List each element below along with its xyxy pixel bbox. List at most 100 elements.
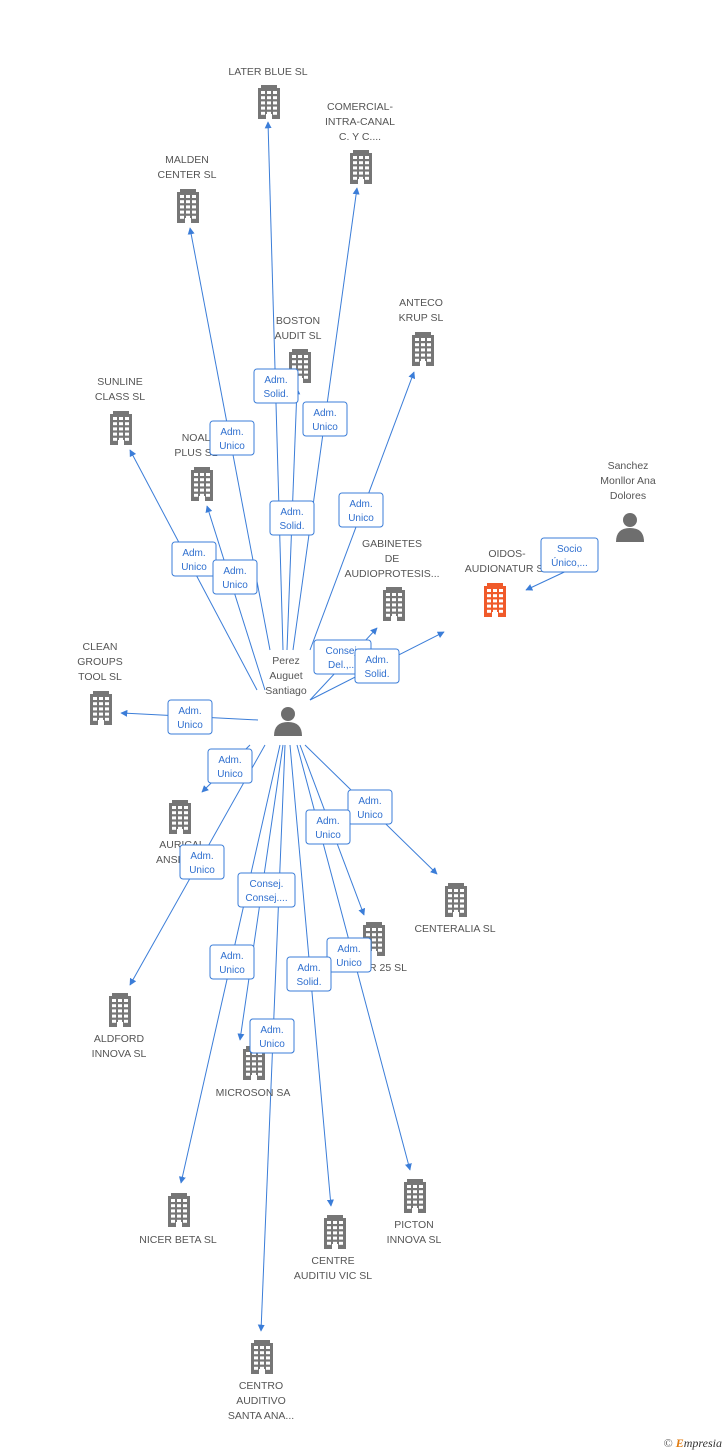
relation-label-text: Del.,... — [328, 660, 357, 671]
node-label: COMERCIAL- — [327, 101, 393, 113]
node-label: AUDIOPROTESIS... — [344, 568, 439, 580]
relation-label-text: Unico — [177, 720, 203, 731]
node-label: SUNLINE — [97, 376, 143, 388]
building-icon — [177, 189, 199, 223]
relation-label[interactable]: Adm.Unico — [326, 937, 372, 973]
relation-label[interactable]: Adm.Unico — [347, 789, 393, 825]
building-icon — [169, 800, 191, 834]
company-node-nicer[interactable]: NICER BETA SL — [139, 1193, 217, 1246]
relation-label-text: Unico — [336, 958, 362, 969]
node-label: CLEAN — [82, 641, 117, 653]
relation-label-text: Adm. — [280, 507, 303, 518]
company-node-centro-ana[interactable]: CENTRO AUDITIVO SANTA ANA... — [228, 1340, 294, 1422]
relation-label-text: Adm. — [365, 655, 388, 666]
relation-label-text: Unico — [348, 513, 374, 524]
relation-label[interactable]: Adm. Solid. — [354, 648, 400, 684]
node-label: CENTRE — [311, 1255, 354, 1267]
relation-label-text: Adm. — [297, 963, 320, 974]
company-node-noal[interactable]: NOAL PLUS SL — [174, 432, 218, 501]
relation-label[interactable]: Adm.Unico — [212, 559, 258, 595]
relation-label-text: Adm. — [178, 706, 201, 717]
company-node-gabinetes[interactable]: GABINETESDEAUDIOPROTESIS... — [344, 538, 440, 621]
relation-label[interactable]: Adm.Unico — [302, 401, 348, 437]
relation-label[interactable]: Adm. Unico — [338, 492, 384, 528]
relation-label-text: Unico — [259, 1039, 285, 1050]
relation-label-text: Unico — [189, 865, 215, 876]
building-icon — [109, 993, 131, 1027]
relation-label[interactable]: Adm. Unico — [167, 699, 213, 735]
node-label: AUDIT SL — [274, 330, 321, 342]
node-label: AUDIONATUR SL — [465, 563, 550, 575]
relation-label-text: Adm. — [349, 499, 372, 510]
relation-label[interactable]: Adm.Unico — [209, 944, 255, 980]
company-node-centre-vic[interactable]: CENTRE AUDITIU VIC SL — [294, 1215, 372, 1282]
node-label: MALDEN — [165, 154, 209, 166]
node-label: CENTRO — [239, 1380, 283, 1392]
node-label: AUDITIVO — [236, 1395, 286, 1407]
relation-label-text: Adm. — [316, 816, 339, 827]
node-label: Auguet — [269, 670, 302, 682]
company-node-centeralia[interactable]: CENTERALIA SL — [414, 883, 496, 935]
node-label: INNOVA SL — [387, 1234, 442, 1246]
node-label: AUDITIU VIC SL — [294, 1270, 372, 1282]
company-node-later-blue[interactable]: LATER BLUE SL — [228, 66, 308, 119]
company-node-aldford[interactable]: ALDFORD INNOVA SL — [92, 993, 147, 1060]
relation-label-text: Solid. — [263, 389, 288, 400]
relation-label[interactable]: Consej.Consej.... — [237, 872, 296, 908]
company-node-microson[interactable]: MICROSON SA — [216, 1046, 291, 1099]
relation-label[interactable]: SocioÚnico,... — [540, 537, 599, 573]
node-label: KRUP SL — [399, 312, 444, 324]
relation-label[interactable]: Adm. Solid. — [286, 956, 332, 992]
building-icon — [251, 1340, 273, 1374]
building-icon — [90, 691, 112, 725]
node-label: CENTER SL — [158, 169, 217, 181]
node-label: NOAL — [182, 432, 211, 444]
relation-label[interactable]: Adm. Solid. — [269, 500, 315, 536]
node-label: C. Y C.... — [339, 131, 381, 143]
node-label: PLUS SL — [174, 447, 217, 459]
node-label: Sanchez — [608, 460, 649, 472]
relation-label-text: Adm. — [218, 755, 241, 766]
node-label: ALDFORD — [94, 1033, 145, 1045]
company-node-malden[interactable]: MALDEN CENTER SL — [158, 154, 217, 223]
relation-label-text: Solid. — [296, 977, 321, 988]
relation-label-text: Adm. — [220, 951, 243, 962]
relation-label-text: Solid. — [364, 669, 389, 680]
node-label: R 25 SL — [369, 962, 407, 974]
relation-edge — [205, 505, 266, 691]
relation-label[interactable]: Adm. Unico — [179, 844, 225, 880]
company-node-oidos[interactable]: OIDOS- AUDIONATUR SL — [465, 548, 550, 617]
relation-label[interactable]: Adm.Unico — [207, 748, 253, 784]
node-label: GABINETES — [362, 538, 422, 550]
node-label: SANTA ANA... — [228, 1410, 294, 1422]
relation-label-text: Único,... — [551, 556, 588, 569]
relation-label[interactable]: Adm.Solid. — [253, 368, 299, 404]
brand-initial: E — [675, 1436, 684, 1450]
relation-label-text: Adm. — [190, 851, 213, 862]
relation-label[interactable]: Adm.Unico — [249, 1018, 295, 1054]
relation-label-text: Consej. — [250, 879, 284, 890]
relation-label-text: Solid. — [279, 521, 304, 532]
node-label: LATER BLUE SL — [228, 66, 307, 78]
relation-label[interactable]: Adm.Unico — [305, 809, 351, 845]
node-label: CENTERALIA SL — [414, 923, 495, 935]
building-icon — [168, 1193, 190, 1227]
relation-label[interactable]: Adm.Unico — [209, 420, 255, 456]
node-label: OIDOS- — [488, 548, 526, 560]
node-label: INNOVA SL — [92, 1048, 147, 1060]
relation-label[interactable]: Adm.Unico — [171, 541, 217, 577]
building-icon — [324, 1215, 346, 1249]
company-node-r25[interactable]: R 25 SL — [363, 922, 407, 974]
copyright-symbol: © — [663, 1436, 673, 1450]
brand-name: mpresia — [683, 1436, 722, 1450]
relation-label-text: Consej. — [326, 646, 360, 657]
building-icon — [110, 411, 132, 445]
